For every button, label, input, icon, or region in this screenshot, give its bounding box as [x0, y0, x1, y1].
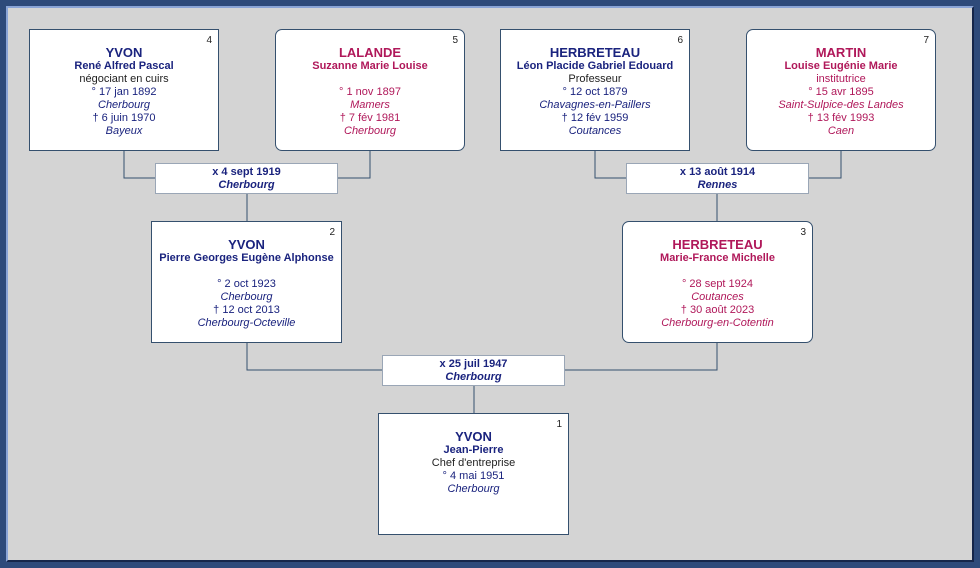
given-names: Léon Placide Gabriel Edouard: [516, 60, 674, 72]
surname: YVON: [228, 237, 265, 252]
connector-2-marriage: [246, 342, 383, 371]
birth-place: Chavagnes-en-Paillers: [539, 99, 651, 111]
sosa-number: 4: [206, 35, 212, 46]
person-card-1[interactable]: 1 YVON Jean-Pierre Chef d'entreprise ° 4…: [378, 413, 569, 535]
connector-4-marriage: [123, 150, 156, 179]
connector-3-marriage: [564, 342, 718, 371]
birth-date: ° 2 oct 1923: [217, 278, 276, 290]
surname: MARTIN: [815, 45, 867, 60]
sosa-number: 7: [923, 35, 929, 46]
given-names: Marie-France Michelle: [660, 252, 775, 264]
surname: LALANDE: [338, 45, 402, 60]
sosa-number: 3: [800, 227, 806, 238]
birth-date: ° 15 avr 1895: [808, 86, 874, 98]
death-place: Cherbourg-Octeville: [197, 317, 296, 329]
birth-place: Cherbourg: [447, 483, 500, 495]
death-date: † 12 fév 1959: [561, 112, 629, 124]
birth-place: Saint-Sulpice-des Landes: [778, 99, 904, 111]
person-card-4[interactable]: 4 YVON René Alfred Pascal négociant en c…: [29, 29, 219, 151]
birth-place: Cherbourg: [220, 291, 273, 303]
birth-date: ° 12 oct 1879: [562, 86, 628, 98]
death-place: Bayeux: [105, 125, 143, 137]
death-place: Cherbourg: [344, 125, 396, 137]
given-names: René Alfred Pascal: [74, 60, 174, 72]
given-names: Suzanne Marie Louise: [312, 60, 428, 72]
birth-date: ° 4 mai 1951: [442, 470, 505, 482]
sosa-number: 2: [329, 227, 335, 238]
connector-6-marriage: [594, 150, 627, 179]
death-date: † 12 oct 2013: [213, 304, 280, 316]
given-names: Jean-Pierre: [443, 444, 504, 456]
death-place: Coutances: [568, 125, 622, 137]
birth-place: Coutances: [691, 291, 744, 303]
given-names: Pierre Georges Eugène Alphonse: [159, 252, 334, 264]
given-names: Louise Eugénie Marie: [784, 60, 898, 72]
marriage-place: Cherbourg: [218, 179, 275, 191]
death-place: Caen: [827, 125, 855, 137]
occupation: Professeur: [568, 73, 622, 85]
occupation: négociant en cuirs: [79, 73, 169, 85]
birth-date: ° 1 nov 1897: [339, 86, 401, 98]
occupation: institutrice: [816, 73, 866, 85]
marriage-date: x 4 sept 1919: [212, 166, 281, 178]
marriage-2-3: x 25 juil 1947 Cherbourg: [382, 355, 565, 386]
occupation: Chef d'entreprise: [431, 457, 516, 469]
person-card-2[interactable]: 2 YVON Pierre Georges Eugène Alphonse ° …: [151, 221, 342, 343]
marriage-4-5: x 4 sept 1919 Cherbourg: [155, 163, 338, 194]
surname: HERBRETEAU: [672, 237, 763, 252]
spacer: [152, 265, 341, 278]
birth-place: Mamers: [350, 99, 390, 111]
marriage-6-7: x 13 août 1914 Rennes: [626, 163, 809, 194]
sosa-number: 5: [452, 35, 458, 46]
marriage-place: Rennes: [697, 179, 738, 191]
connector-5-marriage: [337, 150, 371, 179]
sosa-number: 1: [556, 419, 562, 430]
person-card-6[interactable]: 6 HERBRETEAU Léon Placide Gabriel Edouar…: [500, 29, 690, 151]
sosa-number: 6: [677, 35, 683, 46]
spacer: [276, 73, 464, 86]
person-card-3[interactable]: 3 HERBRETEAU Marie-France Michelle ° 28 …: [622, 221, 813, 343]
death-date: † 30 août 2023: [680, 304, 755, 316]
surname: HERBRETEAU: [549, 45, 641, 60]
spacer: [623, 265, 812, 278]
death-place: Cherbourg-en-Cotentin: [661, 317, 774, 329]
birth-date: ° 17 jan 1892: [91, 86, 157, 98]
marriage-date: x 25 juil 1947: [439, 358, 508, 370]
person-card-7[interactable]: 7 MARTIN Louise Eugénie Marie institutri…: [746, 29, 936, 151]
birth-date: ° 28 sept 1924: [681, 278, 754, 290]
person-card-5[interactable]: 5 LALANDE Suzanne Marie Louise ° 1 nov 1…: [275, 29, 465, 151]
marriage-place: Cherbourg: [445, 371, 502, 383]
death-date: † 13 fév 1993: [807, 112, 875, 124]
surname: YVON: [455, 429, 492, 444]
birth-place: Cherbourg: [98, 99, 150, 111]
death-date: † 7 fév 1981: [339, 112, 401, 124]
connector-7-marriage: [808, 150, 842, 179]
surname: YVON: [105, 45, 143, 60]
marriage-date: x 13 août 1914: [679, 166, 756, 178]
death-date: † 6 juin 1970: [92, 112, 156, 124]
